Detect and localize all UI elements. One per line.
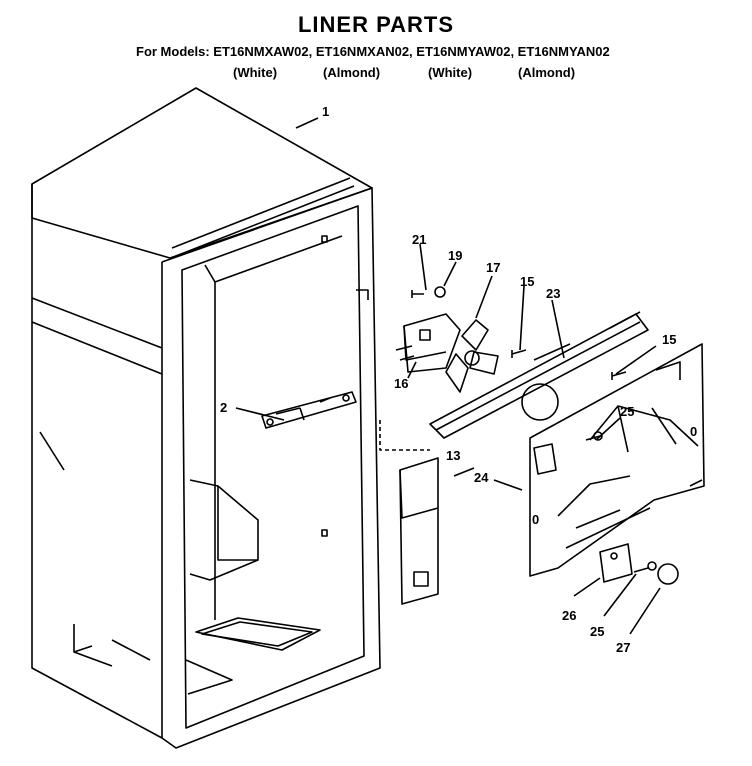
callout-16: 16 — [394, 376, 408, 391]
part-2-bracket — [261, 391, 357, 429]
model-color-4: (Almond) — [518, 65, 576, 80]
fan-motor-assembly — [395, 286, 527, 393]
callout-21: 21 — [412, 232, 426, 247]
guide-line — [379, 420, 430, 451]
lower-parts — [599, 543, 679, 585]
model-color-3: (White) — [428, 65, 473, 80]
callout-23: 23 — [546, 286, 560, 301]
callout-13: 13 — [446, 448, 460, 463]
callout-15-b: 15 — [662, 332, 676, 347]
callout-24: 24 — [474, 470, 489, 485]
diagram-title: LINER PARTS — [297, 12, 455, 37]
callout-25-b: 25 — [590, 624, 604, 639]
part-24-panel — [529, 343, 705, 577]
part-13-panel — [399, 457, 439, 605]
callout-15-a: 15 — [520, 274, 534, 289]
screw-25-upper — [585, 435, 601, 441]
callout-27: 27 — [616, 640, 630, 655]
part-23-duct — [429, 311, 649, 439]
callout-0-b: 0 — [532, 512, 539, 527]
callout-17: 17 — [486, 260, 500, 275]
callout-0-a: 0 — [690, 424, 697, 439]
callout-labels: 1 2 21 19 17 15 23 15 16 25 13 24 0 0 26… — [220, 104, 697, 655]
model-color-2: (Almond) — [323, 65, 381, 80]
callout-2: 2 — [220, 400, 227, 415]
leader-lines — [235, 117, 661, 635]
callout-1: 1 — [322, 104, 329, 119]
model-color-1: (White) — [233, 65, 278, 80]
models-line: For Models: ET16NMXAW02, ET16NMXAN02, ET… — [136, 44, 610, 59]
callout-25-a: 25 — [620, 404, 634, 419]
screw-15 — [611, 371, 627, 380]
callout-19: 19 — [448, 248, 462, 263]
liner-cabinet — [31, 87, 381, 749]
callout-26: 26 — [562, 608, 576, 623]
